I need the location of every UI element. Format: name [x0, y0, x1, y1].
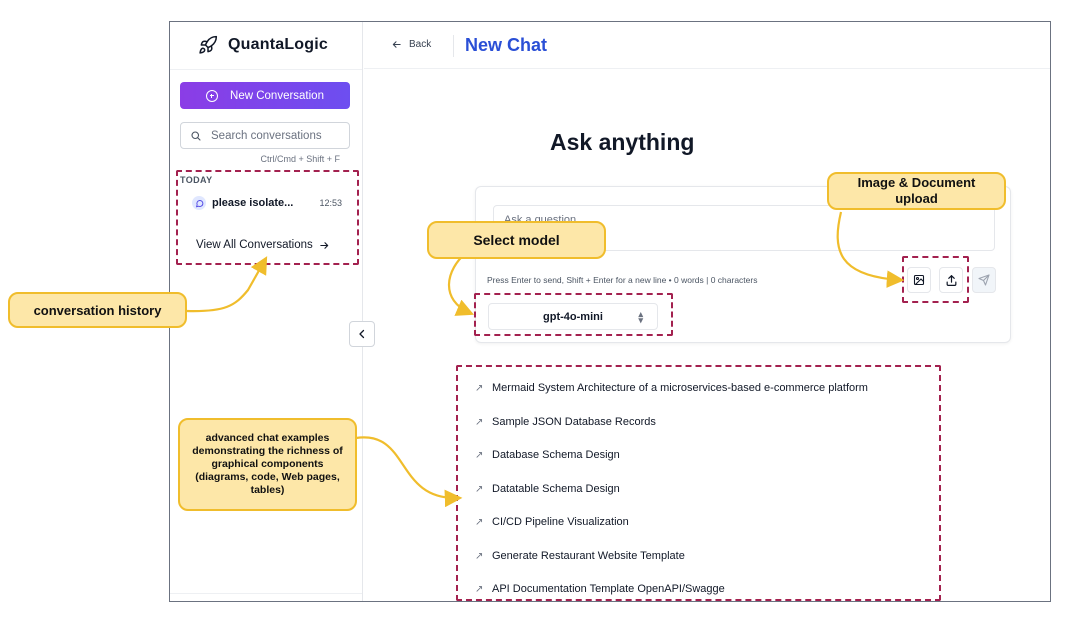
- example-prompt-label: Sample JSON Database Records: [492, 416, 656, 428]
- app-window: QuantaLogic New Conversation Ctrl/Cmd + …: [169, 21, 1051, 602]
- arrow-up-right-icon: ↗: [475, 583, 484, 595]
- conversation-title: please isolate...: [212, 197, 294, 209]
- search-shortcut-hint: Ctrl/Cmd + Shift + F: [260, 154, 340, 164]
- chat-composer: Press Enter to send, Shift + Enter for a…: [475, 186, 1011, 343]
- view-all-conversations-link[interactable]: View All Conversations: [196, 239, 330, 251]
- composer-hint: Press Enter to send, Shift + Enter for a…: [487, 275, 758, 285]
- send-icon: [978, 274, 990, 286]
- arrow-left-icon: [392, 41, 401, 48]
- ask-heading: Ask anything: [550, 129, 695, 155]
- divider: [170, 69, 362, 70]
- model-select-value: gpt-4o-mini: [543, 310, 603, 323]
- new-conversation-label: New Conversation: [230, 89, 324, 102]
- top-bar: Back New Chat: [364, 22, 1050, 69]
- divider: [453, 35, 454, 57]
- callout-select-model: Select model: [427, 221, 606, 259]
- callout-image-upload: Image & Document upload: [827, 172, 1006, 210]
- chevron-updown-icon: ▴▾: [638, 309, 643, 325]
- model-select[interactable]: gpt-4o-mini ▴▾: [488, 303, 658, 330]
- example-prompt-label: Mermaid System Architecture of a microse…: [492, 382, 868, 394]
- example-prompt[interactable]: ↗ Generate Restaurant Website Template: [475, 547, 685, 565]
- chat-bubble-icon: [192, 196, 206, 210]
- example-prompt-label: Datatable Schema Design: [492, 483, 620, 495]
- example-prompt[interactable]: ↗ Mermaid System Architecture of a micros…: [475, 379, 868, 397]
- example-prompt[interactable]: ↗ CI/CD Pipeline Visualization: [475, 513, 629, 531]
- view-all-label: View All Conversations: [196, 239, 313, 251]
- chevron-left-icon: [359, 329, 365, 339]
- callout-conversation-history: conversation history: [8, 292, 187, 328]
- search-input[interactable]: [211, 129, 341, 142]
- send-button[interactable]: [972, 267, 996, 293]
- example-prompt-label: API Documentation Template OpenAPI/Swagg…: [492, 583, 725, 595]
- section-label-today: TODAY: [180, 175, 213, 185]
- arrow-up-right-icon: ↗: [475, 516, 484, 528]
- brand-name: QuantaLogic: [228, 36, 328, 53]
- arrow-up-right-icon: ↗: [475, 382, 484, 394]
- arrow-up-right-icon: ↗: [475, 449, 484, 461]
- search-icon: [191, 130, 201, 141]
- plus-circle-icon: [206, 89, 219, 102]
- example-prompt-label: CI/CD Pipeline Visualization: [492, 516, 629, 528]
- example-prompt[interactable]: ↗ Sample JSON Database Records: [475, 413, 656, 431]
- callout-examples: advanced chat examples demonstrating the…: [178, 418, 357, 511]
- example-prompt[interactable]: ↗ Datatable Schema Design: [475, 480, 620, 498]
- example-prompt-label: Generate Restaurant Website Template: [492, 550, 685, 562]
- rocket-icon: [199, 35, 218, 54]
- image-upload-button[interactable]: [907, 267, 931, 293]
- sidebar: QuantaLogic New Conversation Ctrl/Cmd + …: [170, 22, 363, 601]
- arrow-right-icon: [320, 241, 329, 249]
- arrow-up-right-icon: ↗: [475, 416, 484, 428]
- back-label: Back: [409, 39, 432, 50]
- conversation-time: 12:53: [319, 198, 342, 208]
- arrow-up-right-icon: ↗: [475, 550, 484, 562]
- arrow-up-right-icon: ↗: [475, 483, 484, 495]
- example-prompt[interactable]: ↗ API Documentation Template OpenAPI/Swag…: [475, 580, 725, 598]
- upload-icon: [946, 274, 956, 286]
- document-upload-button[interactable]: [939, 267, 963, 293]
- conversation-item[interactable]: please isolate... 12:53: [192, 194, 342, 212]
- collapse-sidebar-button[interactable]: [349, 321, 375, 347]
- new-conversation-button[interactable]: New Conversation: [180, 82, 350, 109]
- image-icon: [913, 274, 925, 286]
- page-title: New Chat: [465, 35, 548, 55]
- example-prompt[interactable]: ↗ Database Schema Design: [475, 446, 620, 464]
- example-prompt-label: Database Schema Design: [492, 449, 620, 461]
- brand[interactable]: QuantaLogic: [198, 35, 328, 55]
- search-box[interactable]: [180, 122, 350, 149]
- divider: [170, 593, 362, 594]
- back-button[interactable]: Back: [391, 39, 431, 50]
